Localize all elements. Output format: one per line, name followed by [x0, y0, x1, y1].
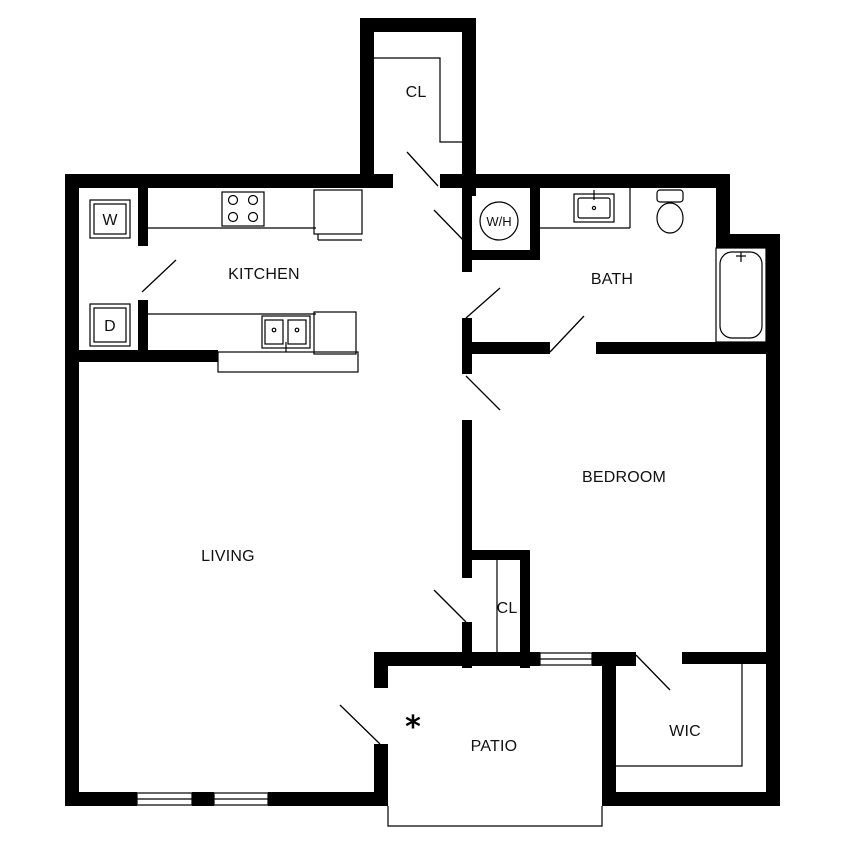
kitchen-range — [221, 191, 265, 227]
toilet — [656, 189, 684, 234]
kitchen-sink — [261, 315, 311, 352]
walls — [65, 18, 780, 806]
bath-sink — [573, 190, 615, 223]
appliance-label-washer: W — [102, 212, 118, 229]
fixtures-outline — [148, 57, 767, 827]
washer-appliance — [89, 199, 131, 239]
doors — [141, 151, 671, 745]
dryer-appliance — [89, 303, 131, 347]
room-label-bath: BATH — [591, 271, 633, 288]
room-label-patio: PATIO — [471, 738, 518, 755]
room-label-kitchen: KITCHEN — [228, 266, 300, 283]
water-heater — [479, 201, 519, 241]
room-label-bedroom: BEDROOM — [582, 469, 666, 486]
appliance-label-dryer: D — [104, 318, 116, 335]
windows — [136, 652, 593, 806]
room-label-living: LIVING — [201, 548, 255, 565]
asterisk-marker: * — [405, 710, 421, 745]
room-label-wic: WIC — [669, 723, 701, 740]
room-label-closet-bedroom: CL — [497, 600, 518, 617]
room-label-closet-top: CL — [406, 84, 427, 101]
room-label-water-heater: W/H — [486, 214, 511, 229]
